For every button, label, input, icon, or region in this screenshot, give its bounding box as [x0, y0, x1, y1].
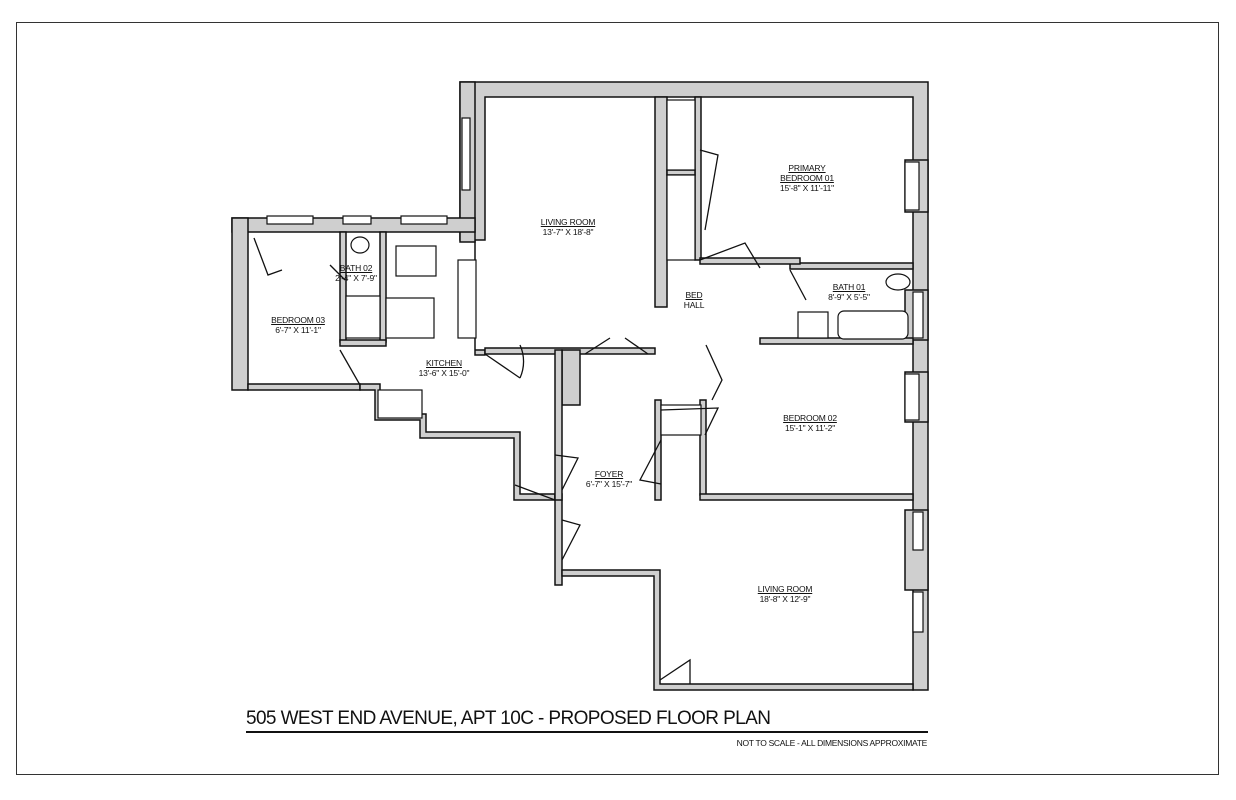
scale-note: NOT TO SCALE - ALL DIMENSIONS APPROXIMAT…: [736, 738, 928, 748]
door-swing: [659, 658, 691, 684]
foyer-left-wall: [554, 493, 563, 586]
window: [461, 117, 471, 191]
plan-title: 505 WEST END AVENUE, APT 10C - PROPOSED …: [246, 708, 771, 729]
door-swing: [339, 349, 361, 386]
central-wall: [654, 96, 668, 308]
room-name: LIVING ROOM: [757, 584, 813, 594]
door-swing: [699, 242, 761, 269]
room-name: HALL: [683, 300, 705, 310]
window: [904, 373, 920, 421]
window: [400, 215, 448, 225]
room-name: BEDROOM 02: [783, 413, 837, 423]
room-name: BATH 01: [832, 282, 866, 292]
window: [266, 215, 314, 225]
kitchen-sink-icon: [395, 245, 437, 277]
bath01-top-wall: [789, 262, 914, 270]
room-size: 6'-7" X 11'-1": [275, 325, 321, 335]
door-swing: [705, 344, 723, 401]
stair-column: [561, 349, 581, 406]
window: [904, 161, 920, 211]
room-name: BED: [685, 290, 703, 300]
room-name: BEDROOM 03: [271, 315, 325, 325]
shower-icon: [345, 295, 381, 339]
room-name: BEDROOM 01: [780, 173, 834, 183]
door-swing: [584, 337, 649, 355]
room-size: 18'-8" X 12'-9": [759, 594, 811, 604]
stove-icon: [377, 389, 423, 419]
window: [912, 511, 924, 551]
door-swing: [789, 269, 807, 301]
closet: [666, 99, 696, 171]
foyer-right-wall: [654, 399, 662, 501]
room-name: LIVING ROOM: [540, 217, 596, 227]
door-swing: [253, 237, 283, 276]
bath02-left-wall: [339, 231, 347, 343]
window: [912, 591, 924, 633]
bath-sink-icon: [797, 311, 829, 339]
room-size: 13'-7" X 18'-8": [542, 227, 594, 237]
toilet-icon: [350, 236, 370, 254]
bath02-bottom-wall: [339, 339, 387, 347]
room-size: 2'-4" X 7'-9": [335, 273, 377, 283]
room-size: 6'-7" X 15'-7": [585, 479, 633, 489]
room-name: PRIMARY: [788, 163, 826, 173]
door-swing: [639, 439, 662, 485]
room-name: KITCHEN: [426, 358, 462, 368]
door-swing: [484, 344, 525, 379]
room-size: 15'-1" X 11'-2": [784, 423, 836, 433]
bath02-right-wall: [379, 231, 387, 343]
room-name: FOYER: [594, 469, 624, 479]
window: [342, 215, 372, 225]
outer-wall-left-bedroom3: [231, 217, 249, 391]
kitchen-counter: [457, 259, 477, 339]
outer-wall-bottom-bedroom3: [247, 383, 361, 391]
closet-wall-1: [666, 169, 696, 176]
foyer-inner-wall: [554, 349, 563, 501]
foyer-bottom-wall: [561, 569, 914, 691]
title-underline: [246, 731, 928, 733]
room-size: 8'-9" X 5'-5": [828, 292, 870, 302]
primary-left-wall: [694, 96, 702, 261]
toilet-icon: [885, 273, 911, 291]
primary-bottom-wall: [699, 257, 801, 265]
room-size: 13'-6" X 15'-0": [418, 368, 470, 378]
door-swing: [329, 264, 346, 281]
closet: [666, 174, 696, 261]
drawing-border: [16, 22, 1219, 775]
door-swing: [514, 484, 556, 501]
bath01-bottom-wall: [759, 337, 914, 345]
room-name: BATH 02: [339, 263, 373, 273]
room-size: 15'-8" X 11'-11": [780, 183, 834, 193]
bathtub-icon: [837, 310, 909, 340]
bedroom2-bottom-wall: [699, 493, 914, 501]
door-swing: [699, 149, 719, 231]
shower-icon: [385, 297, 435, 339]
door-swing: [554, 454, 579, 491]
window: [912, 291, 924, 339]
door-swing: [660, 407, 720, 436]
door-swing: [561, 519, 581, 561]
